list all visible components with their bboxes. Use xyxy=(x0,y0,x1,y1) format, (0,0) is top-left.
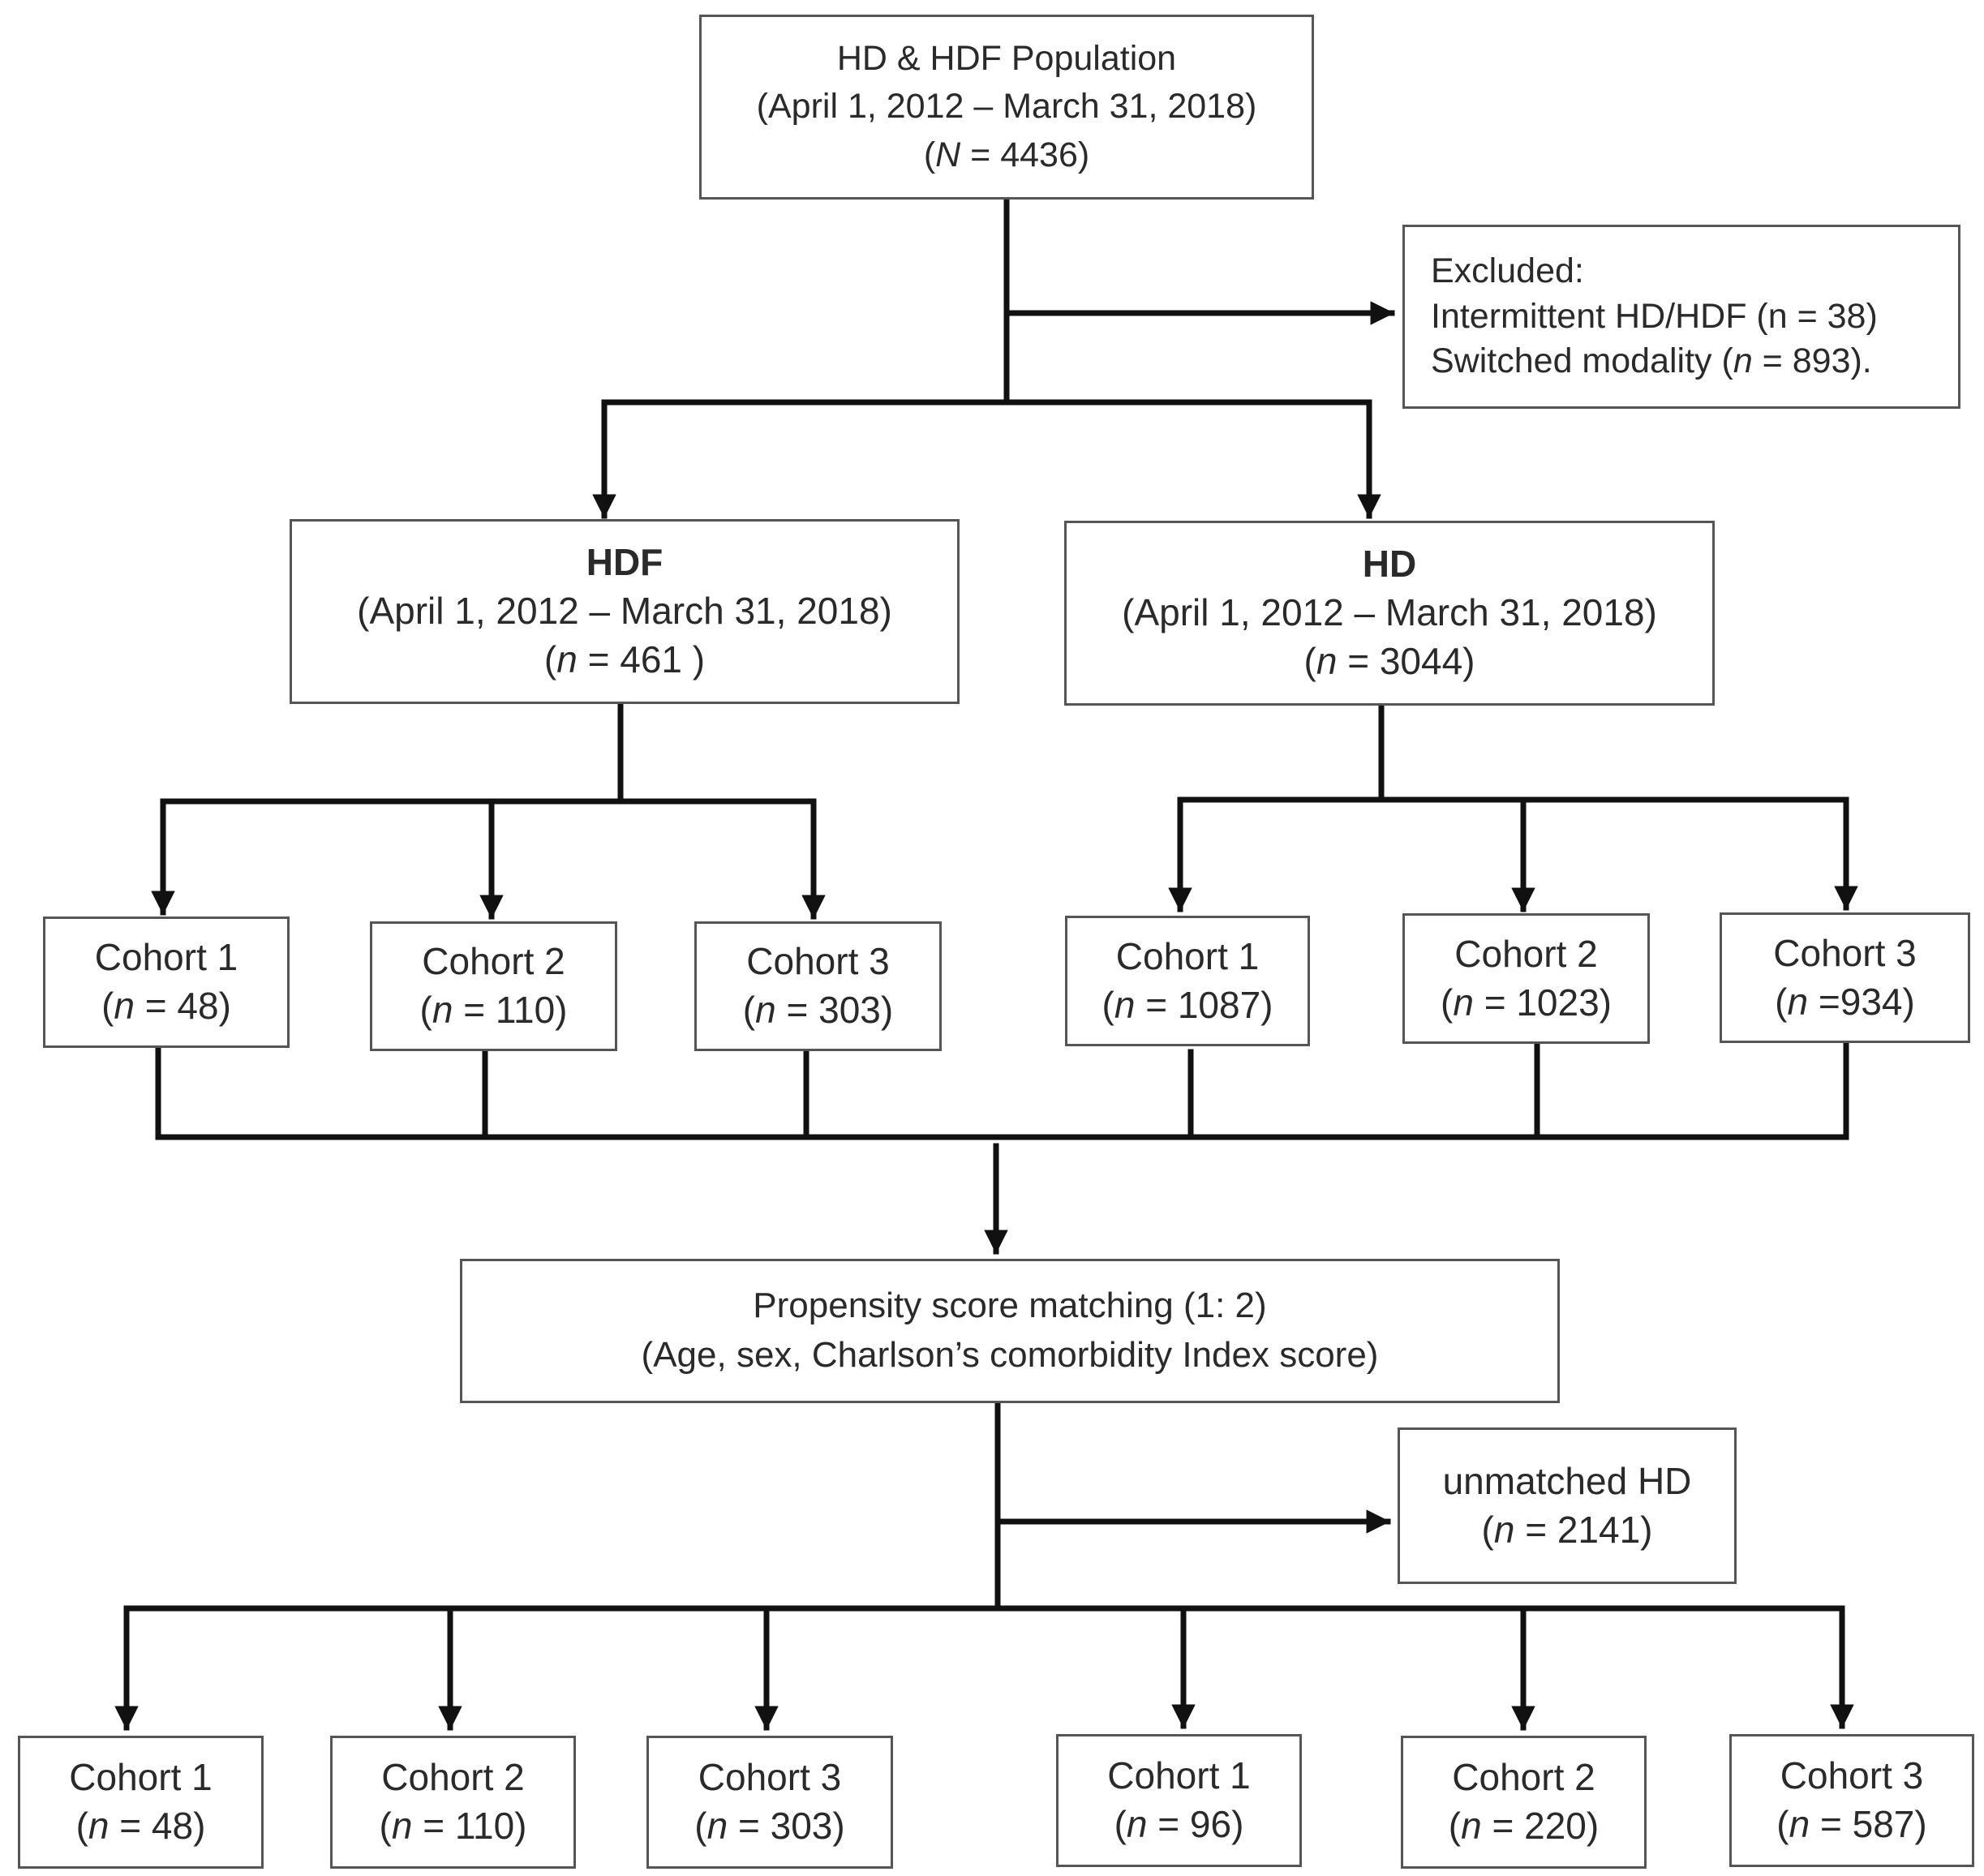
cohort-count: (n = 48) xyxy=(75,1805,206,1847)
cohort-label: Cohort 2 xyxy=(1454,932,1598,975)
cohort-count: (n = 110) xyxy=(419,989,568,1031)
hd-cohort-2-box: Cohort 2 (n = 1023) xyxy=(1402,913,1650,1044)
cohort-label: Cohort 1 xyxy=(94,936,238,979)
hdf-cohort-2-box: Cohort 2 (n = 110) xyxy=(370,921,617,1051)
hd-title: HD xyxy=(1362,543,1417,586)
cohort-label: Cohort 1 xyxy=(1107,1754,1251,1797)
unmatched-count: (n = 2141) xyxy=(1481,1508,1653,1551)
psm-covariates: (Age, sex, Charlson’s comorbidity Index … xyxy=(641,1335,1379,1375)
cohort-label: Cohort 2 xyxy=(1452,1756,1595,1799)
hd-box: HD (April 1, 2012 – March 31, 2018) (n =… xyxy=(1064,521,1715,706)
hdf-box: HDF (April 1, 2012 – March 31, 2018) (n … xyxy=(290,519,960,704)
hd-cohort-3-box: Cohort 3 (n =934) xyxy=(1720,912,1970,1043)
cohort-count: (n = 110) xyxy=(379,1805,527,1847)
cohort-count: (n = 96) xyxy=(1114,1803,1244,1845)
cohort-label: Cohort 2 xyxy=(381,1756,525,1799)
matched-cohort-2-box: Cohort 2 (n = 110) xyxy=(330,1736,576,1869)
population-dates: (April 1, 2012 – March 31, 2018) xyxy=(756,87,1257,127)
psm-title: Propensity score matching (1: 2) xyxy=(753,1286,1267,1326)
population-box: HD & HDF Population (April 1, 2012 – Mar… xyxy=(699,15,1314,200)
matched-cohort-5-box: Cohort 2 (n = 220) xyxy=(1401,1736,1647,1869)
psm-box: Propensity score matching (1: 2) (Age, s… xyxy=(460,1259,1560,1403)
unmatched-label: unmatched HD xyxy=(1442,1459,1692,1502)
hdf-title: HDF xyxy=(586,541,663,584)
cohort-label: Cohort 3 xyxy=(1773,931,1917,974)
excluded-box: Excluded: Intermittent HD/HDF (n = 38) S… xyxy=(1402,225,1960,409)
matched-cohort-1-box: Cohort 1 (n = 48) xyxy=(18,1736,264,1869)
cohort-label: Cohort 3 xyxy=(698,1756,842,1799)
hdf-count: (n = 461 ) xyxy=(543,637,706,680)
cohort-count: (n = 303) xyxy=(742,989,894,1031)
excluded-intermittent: Intermittent HD/HDF (n = 38) xyxy=(1431,296,1878,336)
hdf-cohort-1-box: Cohort 1 (n = 48) xyxy=(43,917,290,1048)
cohort-label: Cohort 3 xyxy=(1780,1754,1924,1797)
cohort-label: Cohort 1 xyxy=(1115,934,1260,977)
cohort-count: (n = 587) xyxy=(1776,1803,1927,1845)
cohort-count: (n = 220) xyxy=(1448,1805,1600,1847)
hd-count: (n = 3044) xyxy=(1303,639,1475,682)
cohort-label: Cohort 2 xyxy=(422,940,565,983)
excluded-heading: Excluded: xyxy=(1431,251,1584,290)
unmatched-box: unmatched HD (n = 2141) xyxy=(1398,1427,1737,1584)
cohort-count: (n = 48) xyxy=(101,985,231,1027)
matched-cohort-4-box: Cohort 1 (n = 96) xyxy=(1056,1734,1302,1867)
cohort-count: (n = 1087) xyxy=(1102,983,1273,1026)
population-title: HD & HDF Population xyxy=(836,39,1177,78)
cohort-label: Cohort 1 xyxy=(69,1756,213,1799)
hd-cohort-1-box: Cohort 1 (n = 1087) xyxy=(1065,916,1310,1046)
excluded-switched: Switched modality (n = 893). xyxy=(1431,341,1872,381)
hd-dates: (April 1, 2012 – March 31, 2018) xyxy=(1122,591,1657,634)
cohort-label: Cohort 3 xyxy=(746,940,890,983)
cohort-count: (n =934) xyxy=(1775,980,1915,1023)
hdf-cohort-3-box: Cohort 3 (n = 303) xyxy=(694,921,942,1051)
cohort-count: (n = 303) xyxy=(694,1805,845,1847)
population-count: (N = 4436) xyxy=(923,135,1090,174)
matched-cohort-3-box: Cohort 3 (n = 303) xyxy=(646,1736,893,1869)
hdf-dates: (April 1, 2012 – March 31, 2018) xyxy=(357,590,892,633)
cohort-count: (n = 1023) xyxy=(1441,981,1612,1024)
matched-cohort-6-box: Cohort 3 (n = 587) xyxy=(1729,1734,1974,1867)
